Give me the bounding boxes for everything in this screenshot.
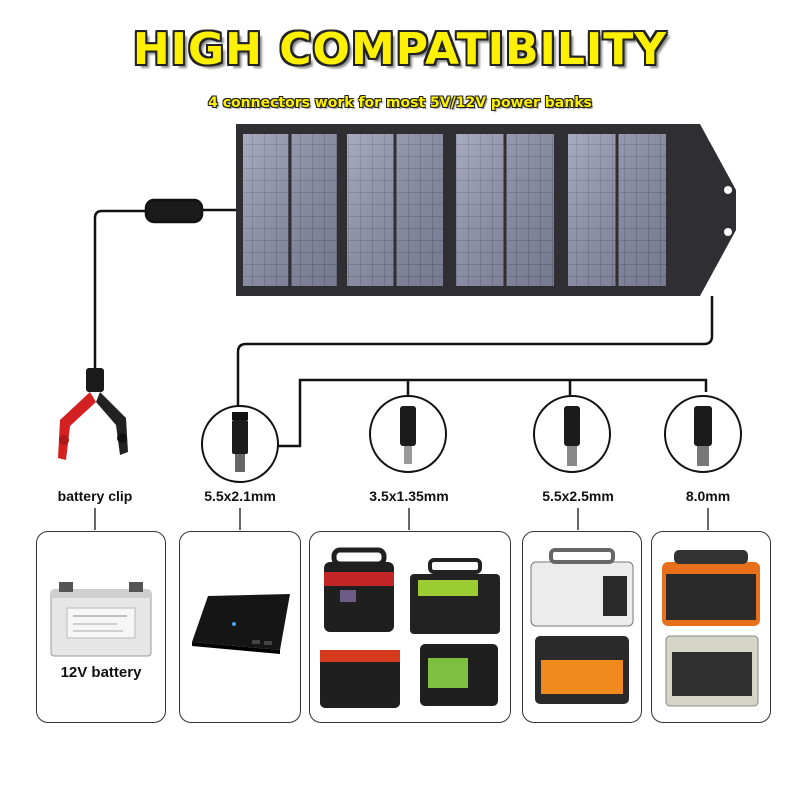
connector-label-35135: 3.5x1.35mm	[369, 488, 449, 504]
battery-clip-cable	[93, 198, 236, 370]
connector-label-5525: 5.5x2.5mm	[542, 488, 614, 504]
solar-generator-image	[530, 548, 634, 704]
battery-clip-icon	[58, 392, 128, 460]
label-connector-lines	[94, 508, 709, 530]
controller-box	[144, 198, 204, 224]
dc-output-cable	[236, 296, 714, 448]
device-box-power-bank	[179, 531, 301, 723]
grommet-icon	[724, 228, 732, 236]
connector-circle-5521	[201, 405, 279, 483]
solar-cell-module	[243, 134, 337, 286]
page-subtitle: 4 connectors work for most 5V/12V power …	[208, 95, 592, 111]
page-title: HIGH COMPATIBILITY	[132, 24, 668, 75]
cable-connector-icon	[86, 368, 104, 392]
device-box-battery: 12V battery	[36, 531, 166, 723]
connector-circle-35135	[369, 395, 447, 473]
device-box-power-stations-a	[309, 531, 511, 723]
grommet-icon	[708, 134, 716, 142]
connector-circle-80	[664, 395, 742, 473]
device-box-power-stations-b	[522, 531, 642, 723]
connector-label-80: 8.0mm	[685, 488, 731, 504]
car-battery-image	[50, 582, 152, 657]
solar-cell-module	[568, 134, 666, 286]
connector-label-battery-clip: battery clip	[57, 488, 133, 504]
battery-label: 12V battery	[60, 664, 142, 681]
power-bank-image	[192, 594, 290, 654]
power-stations-image	[320, 547, 500, 708]
grommet-icon	[708, 282, 716, 290]
grommet-icon	[724, 186, 732, 194]
connector-circle-5525	[533, 395, 611, 473]
solar-cell-module	[347, 134, 443, 286]
solar-cell-module	[456, 134, 554, 286]
portable-station-image	[662, 550, 760, 707]
solar-panel	[236, 124, 736, 296]
device-box-power-stations-c	[651, 531, 771, 723]
connector-label-5521: 5.5x2.1mm	[204, 488, 276, 504]
